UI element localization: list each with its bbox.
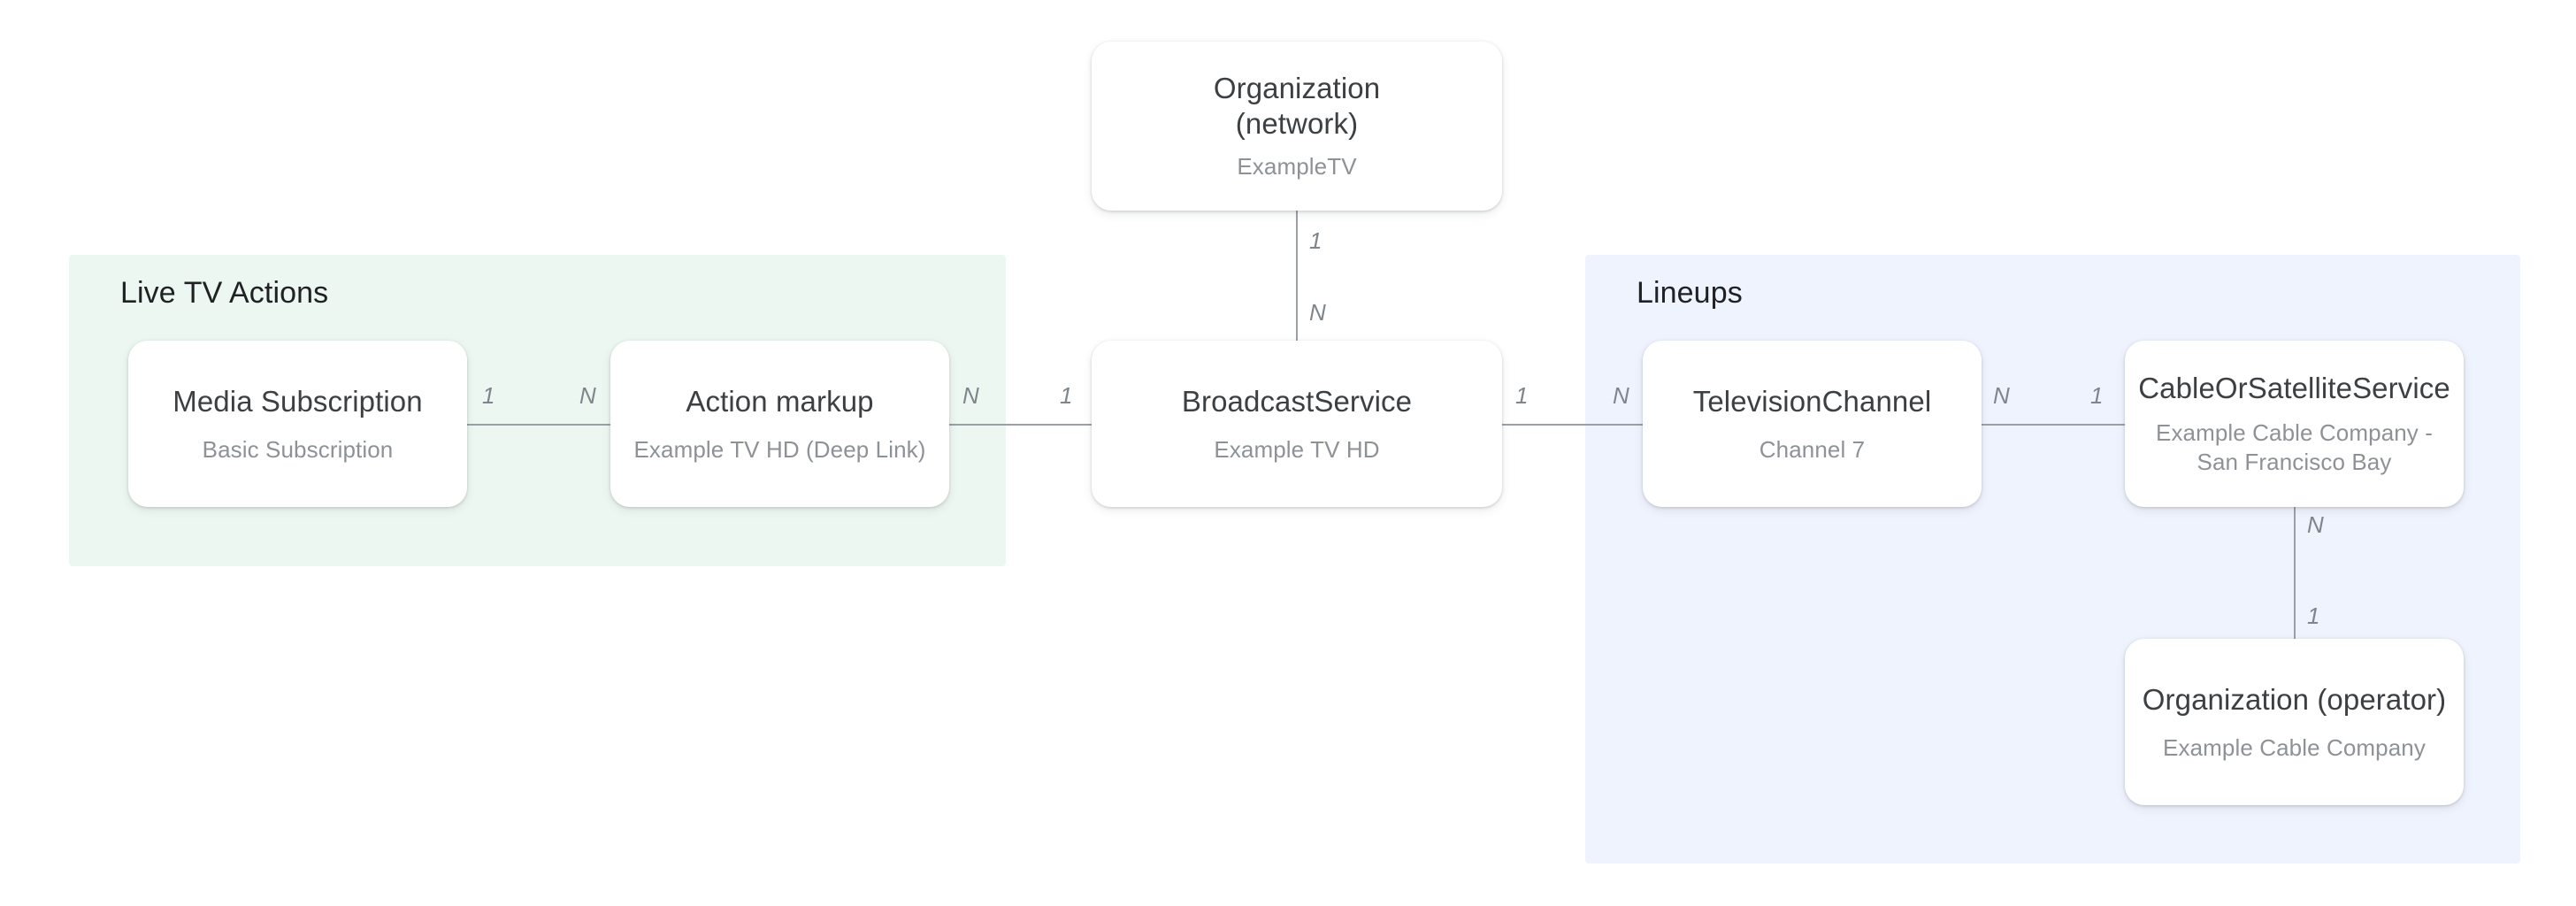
node-subtitle-television-channel: Channel 7 [1759,435,1866,463]
cardinality-broadcast-to-television-channel-to: N [1613,382,1629,409]
cardinality-org-network-to-broadcast-from: 1 [1309,227,1322,254]
cardinality-action-markup-to-broadcast-from: N [962,382,979,409]
node-title-organization-operator: Organization (operator) [2142,682,2447,716]
node-title-media-subscription: Media Subscription [172,384,423,418]
node-subtitle-broadcast-service: Example TV HD [1214,435,1380,463]
edge-org-network-to-broadcast [1296,211,1298,342]
cardinality-action-markup-to-broadcast-to: 1 [1060,382,1073,409]
edge-media-subscription-to-action-markup [467,424,612,426]
node-subtitle-organization-network: ExampleTV [1237,153,1357,180]
cardinality-cable-to-org-operator-from: N [2307,511,2324,538]
edge-broadcast-to-television-channel [1502,424,1644,426]
node-cable-or-satellite-service[interactable]: CableOrSatelliteService Example Cable Co… [2125,341,2464,507]
node-title-organization-network: Organization (network) [1213,72,1381,140]
edge-cable-to-org-operator [2294,507,2296,641]
group-title-live-tv-actions: Live TV Actions [120,276,329,310]
node-title-television-channel: TelevisionChannel [1692,384,1932,418]
node-action-markup[interactable]: Action markup Example TV HD (Deep Link) [610,341,949,507]
node-subtitle-media-subscription: Basic Subscription [202,435,394,463]
node-broadcast-service[interactable]: BroadcastService Example TV HD [1092,341,1502,507]
node-subtitle-organization-operator: Example Cable Company [2163,733,2426,761]
node-title-broadcast-service: BroadcastService [1181,384,1413,418]
node-organization-network[interactable]: Organization (network) ExampleTV [1092,42,1502,211]
group-title-lineups: Lineups [1637,276,1743,310]
cardinality-media-subscription-to-action-markup-from: 1 [482,382,495,409]
node-television-channel[interactable]: TelevisionChannel Channel 7 [1643,341,1982,507]
cardinality-org-network-to-broadcast-to: N [1309,299,1326,326]
cardinality-television-channel-to-cable-from: N [1993,382,2010,409]
cardinality-broadcast-to-television-channel-from: 1 [1515,382,1529,409]
edge-television-channel-to-cable [1982,424,2127,426]
node-media-subscription[interactable]: Media Subscription Basic Subscription [128,341,467,507]
node-subtitle-cable-or-satellite-service: Example Cable Company - San Francisco Ba… [2156,419,2433,475]
cardinality-media-subscription-to-action-markup-to: N [579,382,596,409]
cardinality-television-channel-to-cable-to: 1 [2090,382,2104,409]
edge-action-markup-to-broadcast [949,424,1093,426]
node-title-cable-or-satellite-service: CableOrSatelliteService [2138,372,2450,404]
node-subtitle-action-markup: Example TV HD (Deep Link) [633,435,926,463]
cardinality-cable-to-org-operator-to: 1 [2307,603,2320,629]
node-organization-operator[interactable]: Organization (operator) Example Cable Co… [2125,639,2464,805]
node-title-action-markup: Action markup [686,384,874,418]
